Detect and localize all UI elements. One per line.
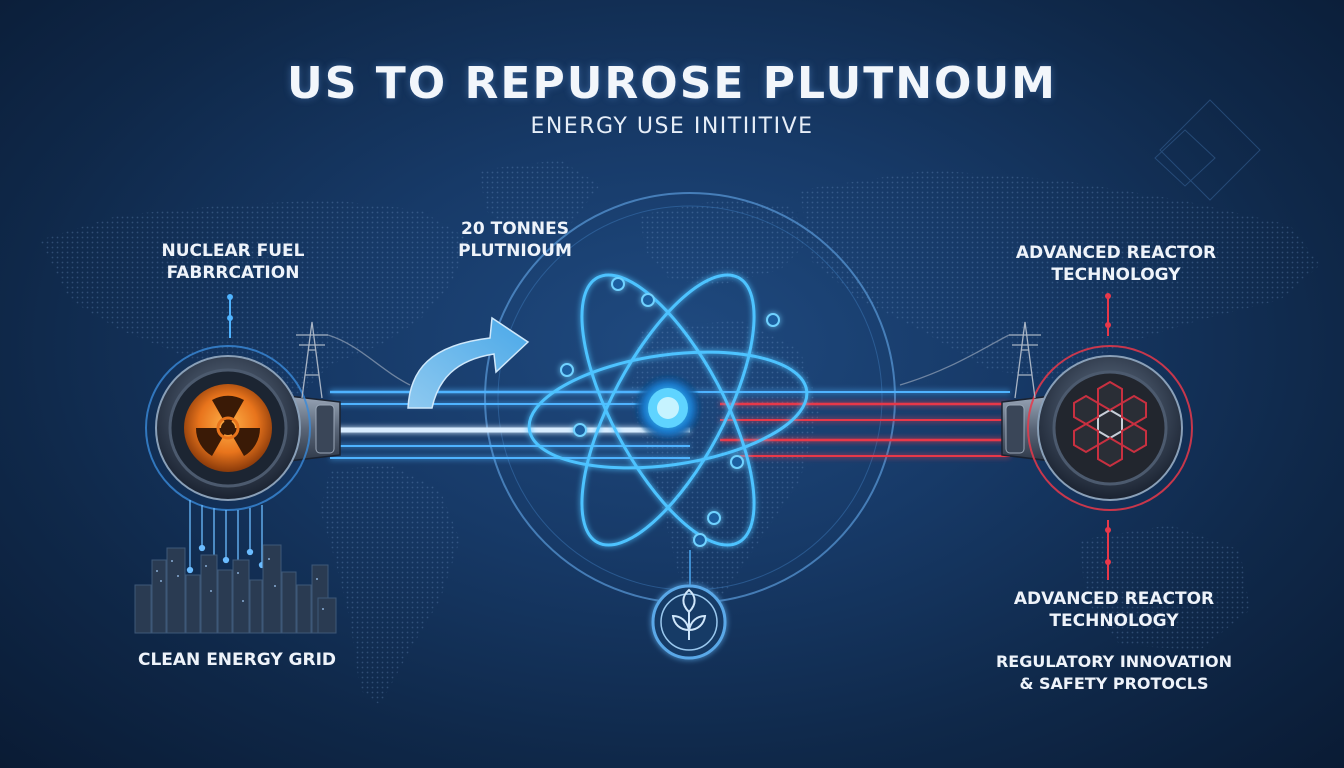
reactor-technology-label-top: ADVANCED REACTOR TECHNOLOGY xyxy=(1015,243,1217,285)
page-subtitle: ENERGY USE INITIITIVE xyxy=(530,114,814,139)
energy-beams-right xyxy=(690,391,1010,457)
reactor-connector xyxy=(1105,293,1111,580)
curved-arrow-icon xyxy=(407,316,530,409)
page-title: US TO REPUROSE PLUTNOUM xyxy=(287,58,1057,109)
reactor-technology-label-bottom: ADVANCED REACTOR TECHNOLOGY xyxy=(1013,589,1215,631)
city-skyline-icon xyxy=(134,544,337,634)
atom-icon xyxy=(527,273,809,547)
clean-energy-grid-label: CLEAN ENERGY GRID xyxy=(137,650,337,670)
plutonium-amount-label: 20 TONNES PLUTNIOUM xyxy=(458,219,572,261)
regulatory-label: REGULATORY INNOVATION & SAFETY PROTOCLS xyxy=(995,652,1233,693)
hexagon-reactor-icon xyxy=(1073,380,1147,468)
fuel-fabrication-label: NUCLEAR FUEL FABRRCATION xyxy=(161,241,305,283)
power-tower-icon xyxy=(296,321,1041,399)
leaf-icon xyxy=(651,584,727,660)
radiation-icon xyxy=(195,395,261,456)
energy-beams-left xyxy=(330,390,690,459)
fuel-connector xyxy=(227,294,233,338)
